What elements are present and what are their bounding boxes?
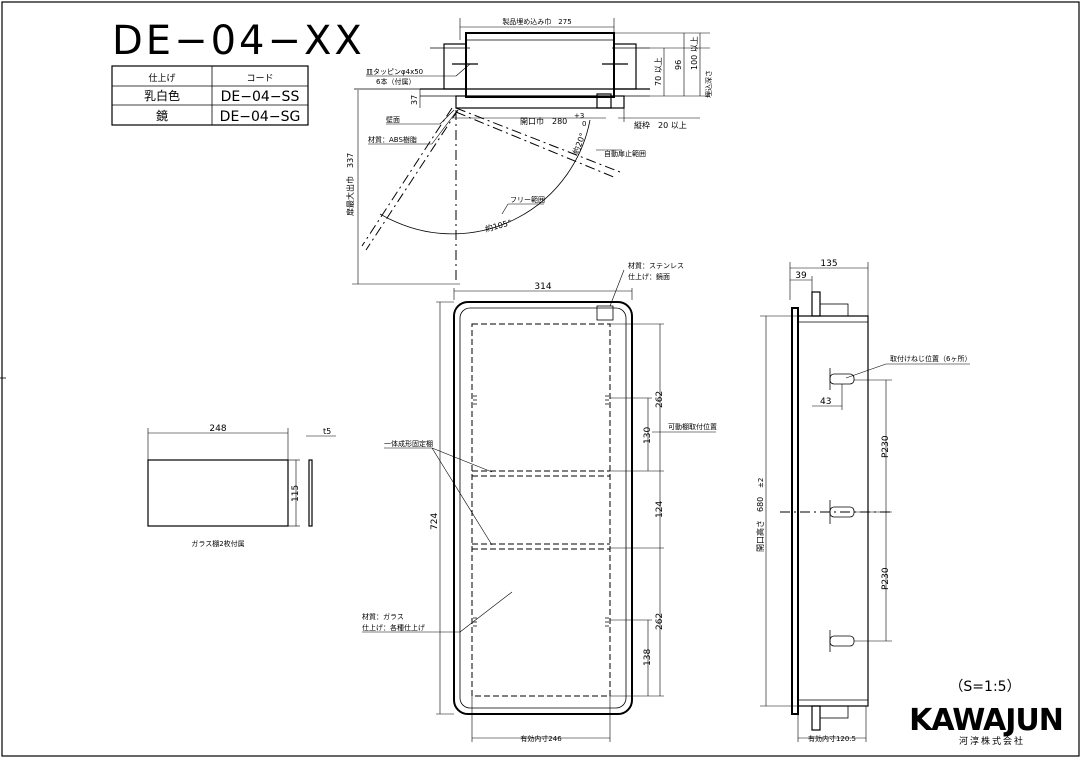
glass-shelf-view: 248 115 t5 ガラス棚2枚付属	[147, 424, 336, 548]
dim-opening-tol2: 0	[582, 120, 586, 128]
dim-opening-height: 開口高さ 680	[755, 497, 765, 552]
mount-screw-label: 取付けねじ位置（6ヶ所）	[890, 354, 971, 363]
scale-label: （S=1:5）	[949, 679, 1020, 695]
angle-20: 約20°	[570, 131, 587, 155]
screw-note-2: 6本（付属）	[376, 77, 415, 86]
movable-shelf-label: 可動棚取付位置	[668, 422, 717, 431]
dim-70: 70 以上	[654, 57, 663, 86]
dim-opening-width: 開口巾 280	[520, 116, 567, 126]
dim-opening-height-tol: ±2	[757, 478, 765, 488]
stainless-note-1: 材質：ステンレス	[628, 261, 684, 270]
table-cell-finish-1: 乳白色	[144, 88, 180, 103]
shelf-height: 115	[291, 485, 301, 502]
dim-262-bottom: 262	[655, 613, 665, 630]
wall-label: 壁面	[386, 115, 400, 124]
shelf-thickness: t5	[323, 427, 331, 436]
dim-43: 43	[820, 397, 831, 407]
dim-inner-depth: 有効内寸120.5	[808, 734, 856, 743]
dim-door-open-width: 扉最大出巾 337	[345, 153, 355, 216]
front-view: 314 材質：ステンレス 仕上げ：鏡面 724	[362, 261, 717, 743]
table-cell-code-1: DE−04−SS	[221, 89, 300, 105]
table-header-finish: 仕上げ	[148, 72, 175, 84]
dim-124: 124	[655, 501, 665, 518]
side-view: 135 39 取付けねじ位置（6ヶ所） 43 P2	[755, 259, 971, 743]
pitch-1: P230	[881, 435, 891, 458]
dim-96: 96	[674, 60, 683, 70]
dim-130: 130	[643, 427, 653, 444]
brand-logo: KAWAJUN	[909, 703, 1063, 738]
screw-note-1: 皿タッピンφ4x50	[366, 67, 423, 76]
brand-company-name: 河淳株式会社	[959, 735, 1025, 747]
glass-note-2: 仕上げ：各種仕上げ	[362, 623, 425, 632]
glass-note-1: 材質：ガラス	[362, 612, 404, 621]
dim-138: 138	[643, 649, 653, 666]
product-code-title: DE−04−XX	[112, 18, 365, 64]
finish-table: 仕上げ コード 乳白色 DE−04−SS 鏡 DE−04−SG	[111, 65, 309, 126]
dim-37: 37	[410, 95, 419, 105]
dim-39: 39	[795, 271, 807, 281]
table-cell-code-2: DE−04−SG	[220, 109, 301, 125]
shelf-caption: ガラス棚2枚付属	[191, 539, 244, 548]
free-range-label: フリー範囲	[510, 195, 545, 204]
depth-label: 埋込深さ	[704, 70, 713, 98]
stainless-note-2: 仕上げ：鏡面	[628, 272, 670, 281]
dim-frame-width: 縦枠 20 以上	[634, 120, 687, 130]
material-abs: 材質：ABS樹脂	[368, 135, 417, 144]
pitch-2: P230	[881, 567, 891, 590]
table-cell-finish-2: 鏡	[156, 108, 168, 123]
fixed-shelf-label: 一体成形固定棚	[384, 439, 433, 448]
dim-135: 135	[820, 259, 837, 269]
dim-embed-width: 製品埋め込み巾 275	[502, 17, 571, 26]
table-header-code: コード	[246, 74, 273, 84]
angle-105: 約105°	[484, 217, 513, 234]
dim-inner-width: 有効内寸246	[520, 734, 562, 743]
shelf-width: 248	[209, 424, 226, 434]
dim-opening-tol: +3	[574, 112, 584, 120]
dim-width-314: 314	[534, 282, 551, 292]
top-view: 製品埋め込み巾 275 皿タッピンφ4x50 6本（付属） 壁面 37 材質：A…	[345, 17, 713, 285]
dim-height-724: 724	[430, 513, 440, 530]
auto-stop-label: 自動扉止範囲	[604, 149, 646, 158]
dim-100: 100 以上	[690, 36, 699, 70]
dim-262-top: 262	[655, 391, 665, 408]
